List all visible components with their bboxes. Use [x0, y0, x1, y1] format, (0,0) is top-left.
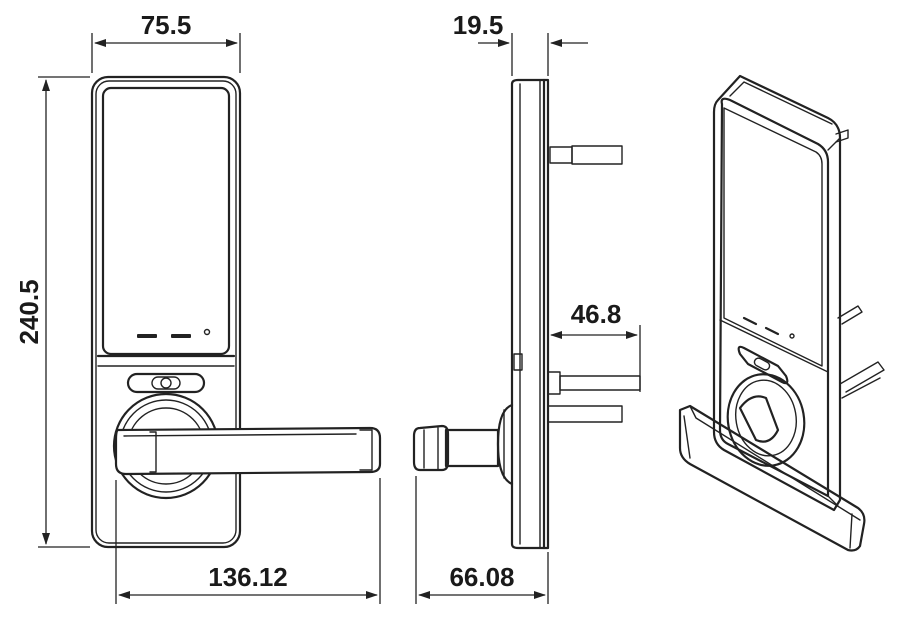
spindle-offset-label: 46.8: [571, 299, 622, 329]
isometric-view: [678, 74, 885, 552]
front-height-dimension: 240.5: [14, 76, 90, 548]
spindle-offset-dimension: 46.8: [550, 299, 641, 392]
handle-length-dimension: 136.12: [115, 478, 381, 604]
side-depth-label: 19.5: [453, 10, 504, 40]
front-view: [90, 75, 382, 549]
handle-length-label: 136.12: [208, 562, 288, 592]
front-height-label: 240.5: [14, 279, 44, 344]
handle-depth-dimension: 66.08: [415, 476, 549, 604]
side-view: [412, 78, 641, 550]
front-width-dimension: 75.5: [91, 10, 241, 73]
front-width-label: 75.5: [141, 10, 192, 40]
side-depth-dimension: 19.5: [453, 10, 588, 76]
handle-depth-label: 66.08: [449, 562, 514, 592]
